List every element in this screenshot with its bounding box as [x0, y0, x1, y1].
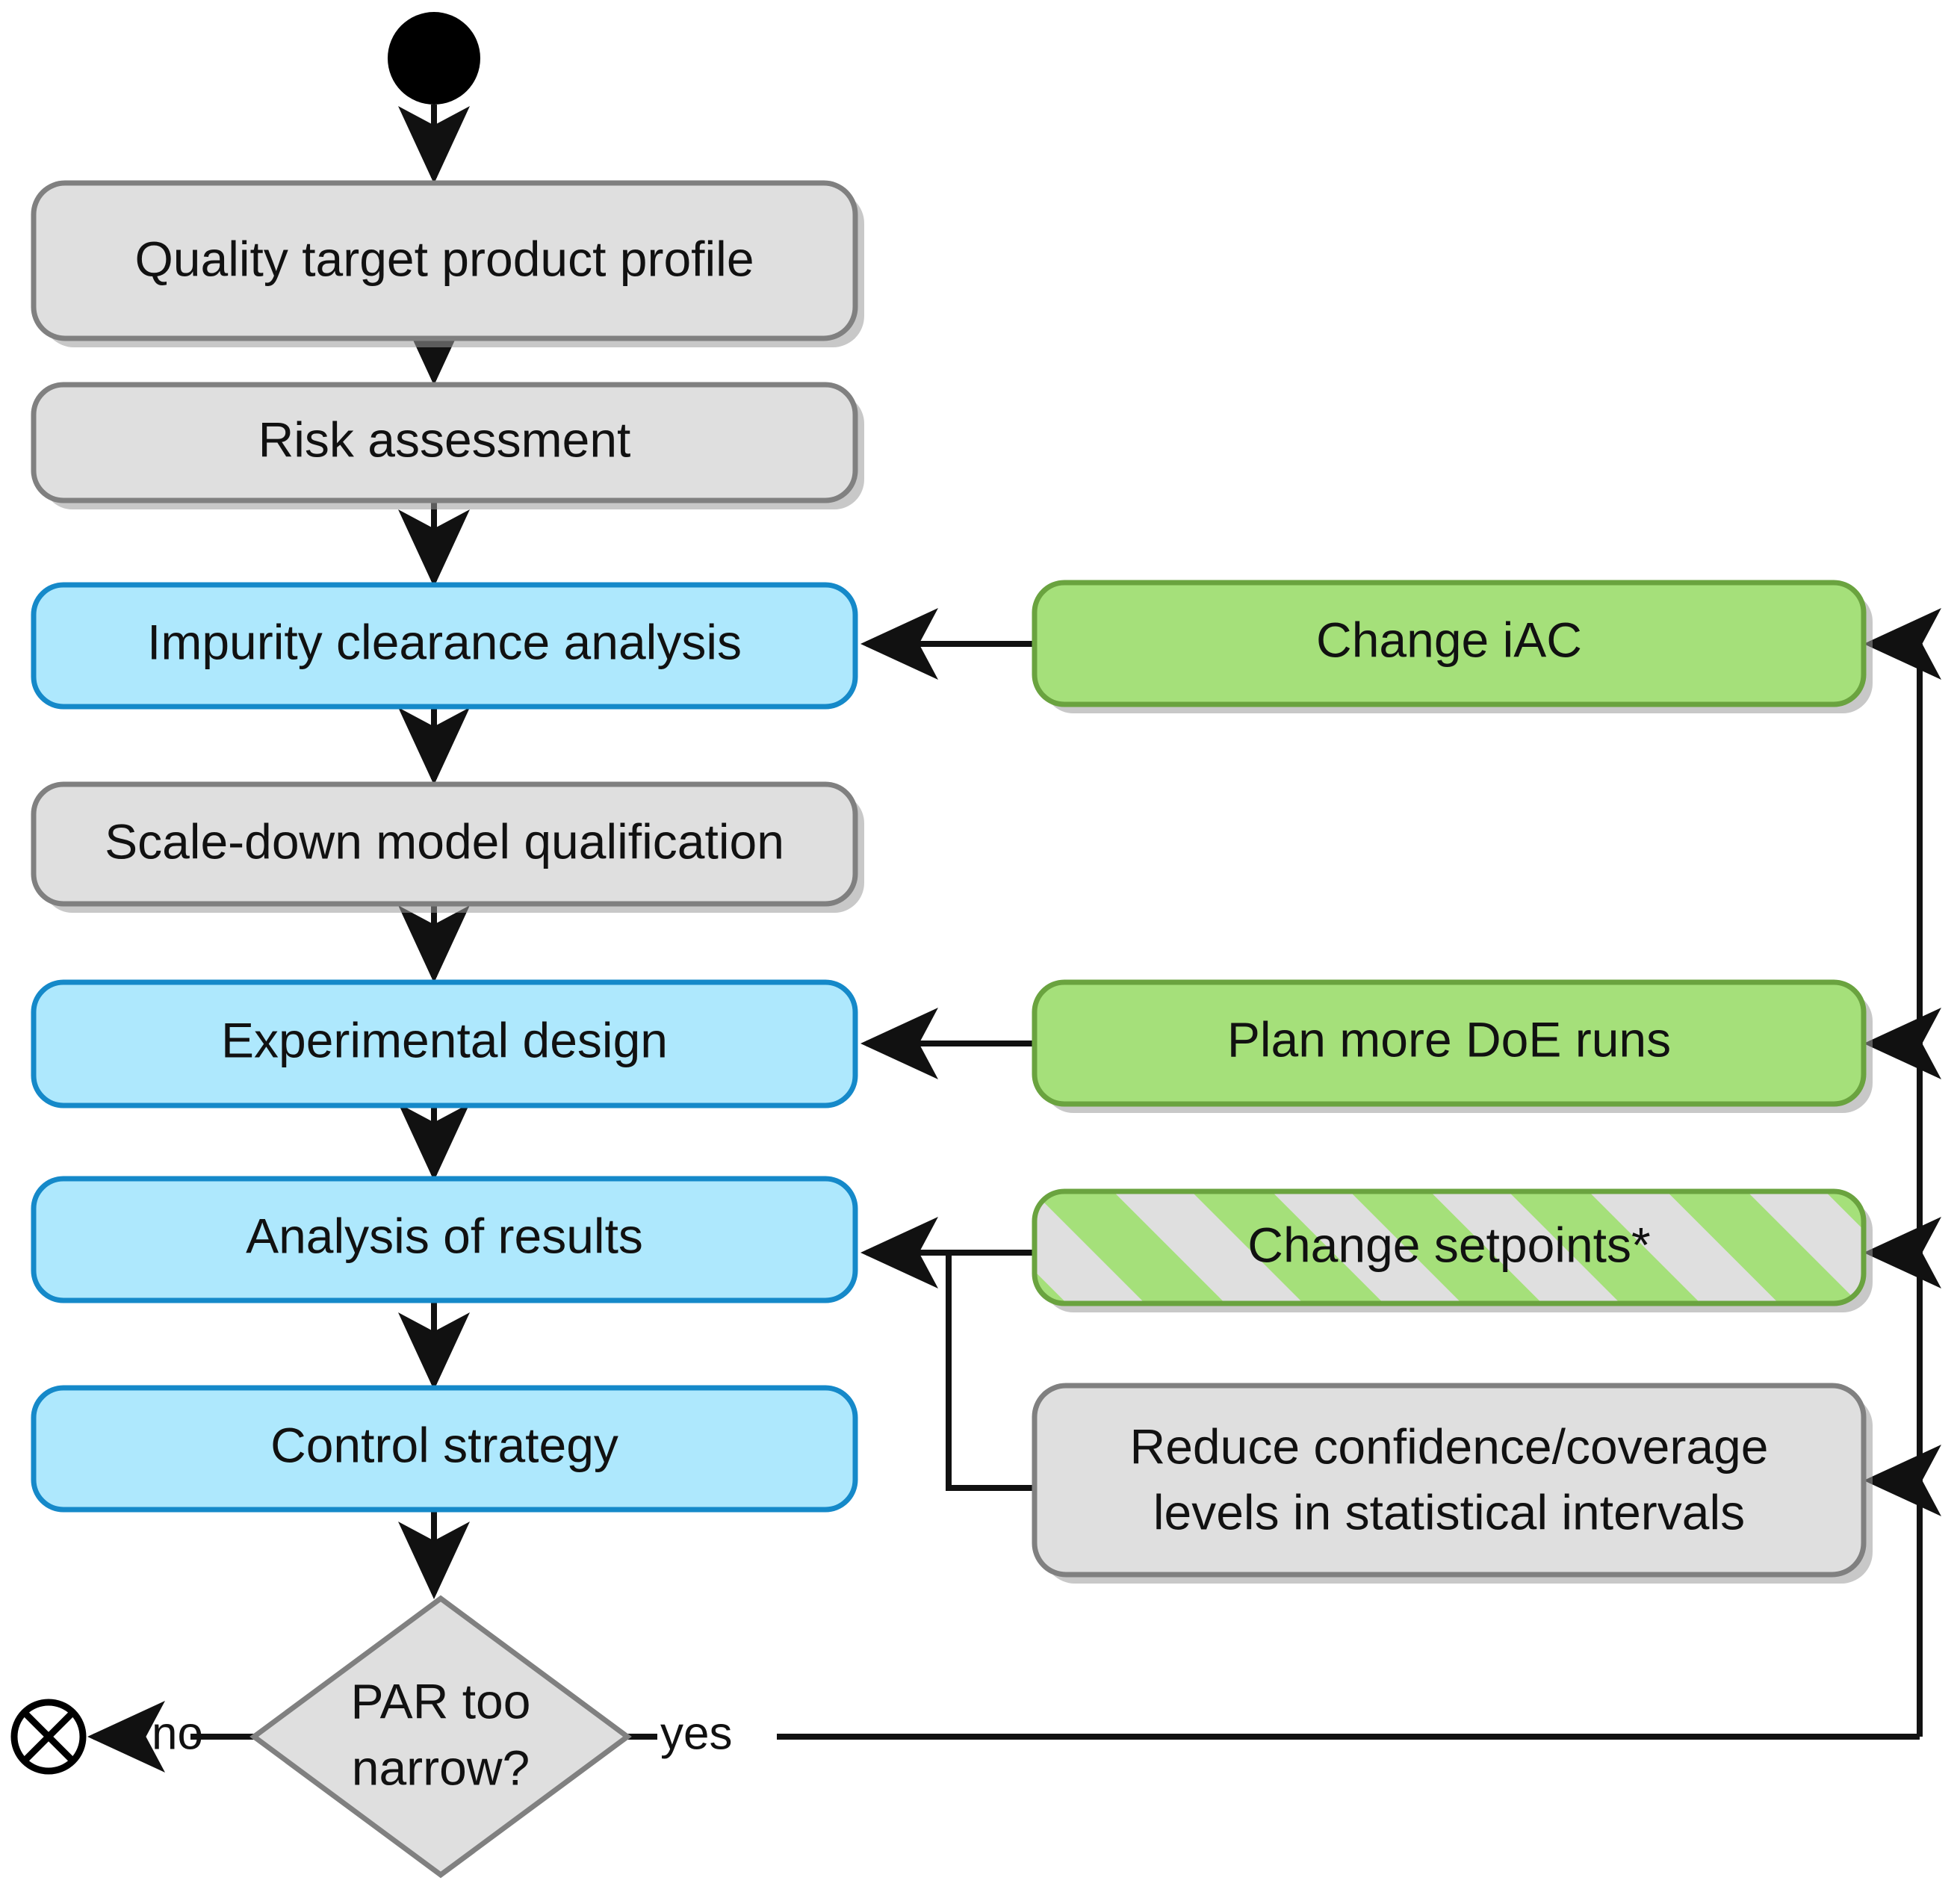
node-control-strategy[interactable]: Control strategy [31, 1385, 858, 1513]
plandoe-box [1032, 979, 1867, 1107]
qtpp-box [31, 180, 858, 341]
qtpp-label: Quality target product profile [134, 231, 754, 286]
flow-final-cross-2 [22, 1710, 75, 1764]
scaledown-label: Scale-down model qualification [105, 813, 784, 869]
reduce-label-line1: Reduce confidence/coverage [1130, 1418, 1769, 1474]
edge-label-yes: yes [660, 1708, 732, 1759]
node-analysis-of-results[interactable]: Analysis of results [31, 1176, 858, 1303]
control-box [31, 1385, 858, 1513]
edge-reduce-to-analysis [946, 1253, 1035, 1491]
node-decision-par-too-narrow[interactable]: PAR too narrow? [249, 1595, 632, 1879]
control-label: Control strategy [270, 1417, 618, 1472]
node-risk-assessment[interactable]: Risk assessment [31, 382, 864, 509]
flow-final-node [10, 1699, 87, 1775]
node-change-iac[interactable]: Change iAC [1032, 580, 1873, 713]
decision-label-line2: narrow? [352, 1740, 530, 1795]
impurity-box [31, 582, 858, 710]
node-experimental-design[interactable]: Experimental design [31, 979, 858, 1108]
node-scale-down-model-qualification[interactable]: Scale-down model qualification [31, 781, 864, 913]
decision-diamond [249, 1595, 632, 1879]
edge-layer [87, 105, 1941, 1773]
risk-box [31, 382, 858, 503]
start-node-circle [388, 12, 480, 105]
reduce-label-line2: levels in statistical intervals [1153, 1484, 1745, 1539]
changeiac-label: Change iAC [1316, 612, 1582, 667]
setpoints-label: Change setpoints* [1247, 1217, 1650, 1272]
scaledown-box [31, 781, 858, 907]
changeiac-box [1032, 580, 1867, 707]
analysis-label: Analysis of results [246, 1208, 643, 1263]
node-quality-target-product-profile[interactable]: Quality target product profile [31, 180, 864, 347]
risk-label: Risk assessment [258, 412, 631, 467]
edge-label-no: no [152, 1708, 203, 1759]
expdesign-label: Experimental design [221, 1012, 668, 1067]
node-plan-more-doe-runs[interactable]: Plan more DoE runs [1032, 979, 1873, 1113]
analysis-box [31, 1176, 858, 1303]
decision-label-line1: PAR too [351, 1673, 531, 1728]
reduce-box [1032, 1383, 1867, 1578]
plandoe-label: Plan more DoE runs [1227, 1011, 1671, 1067]
impurity-label: Impurity clearance analysis [147, 614, 742, 669]
expdesign-box [31, 979, 858, 1108]
node-reduce-confidence-levels[interactable]: Reduce confidence/coverage levels in sta… [1032, 1383, 1873, 1584]
start-node [388, 12, 480, 105]
node-impurity-clearance-analysis[interactable]: Impurity clearance analysis [31, 582, 858, 710]
setpoints-box [1032, 1188, 1867, 1306]
node-change-setpoints[interactable]: Change setpoints* [1032, 1188, 1873, 1312]
